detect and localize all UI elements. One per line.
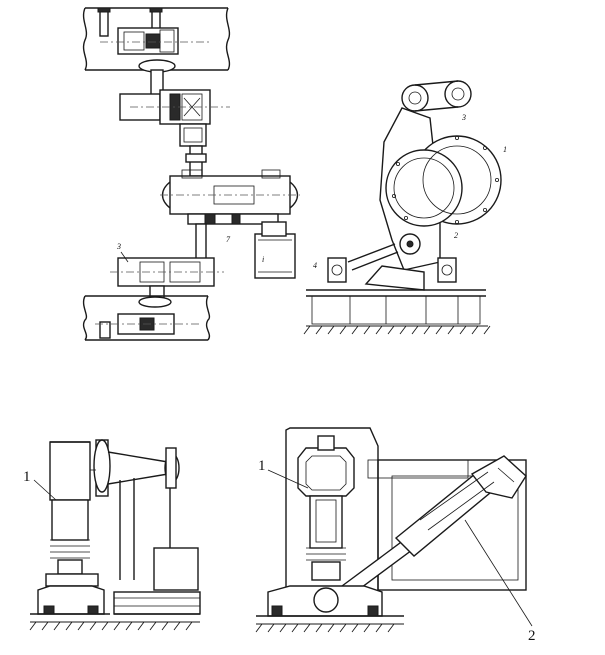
pulley-stand-view: 1 [23,439,201,631]
label-motor-i: i [262,255,264,264]
label-ram-2: 2 [528,628,536,644]
label-column-1b: 1 [258,458,266,474]
ground-hatch-top-right [303,325,491,335]
column-ram-view: 1 2 [255,427,536,644]
label-column-1: 1 [23,469,31,485]
label-block-4: 4 [313,261,317,270]
ground-hatch-bottom-right [255,623,404,633]
drive-train-plan-view: i 7 3 [82,7,300,341]
ground-hatch-bottom-left [29,621,200,631]
label-pivot-2: 2 [454,231,458,240]
flange-bolts [391,135,499,224]
crank-arm-side-view: 3 1 2 4 [303,80,507,335]
label-pulley-3: 3 [461,113,466,122]
label-gear-7: 7 [226,235,231,244]
label-gearbox-3: 3 [116,242,121,251]
label-flange-1: 1 [503,145,507,154]
